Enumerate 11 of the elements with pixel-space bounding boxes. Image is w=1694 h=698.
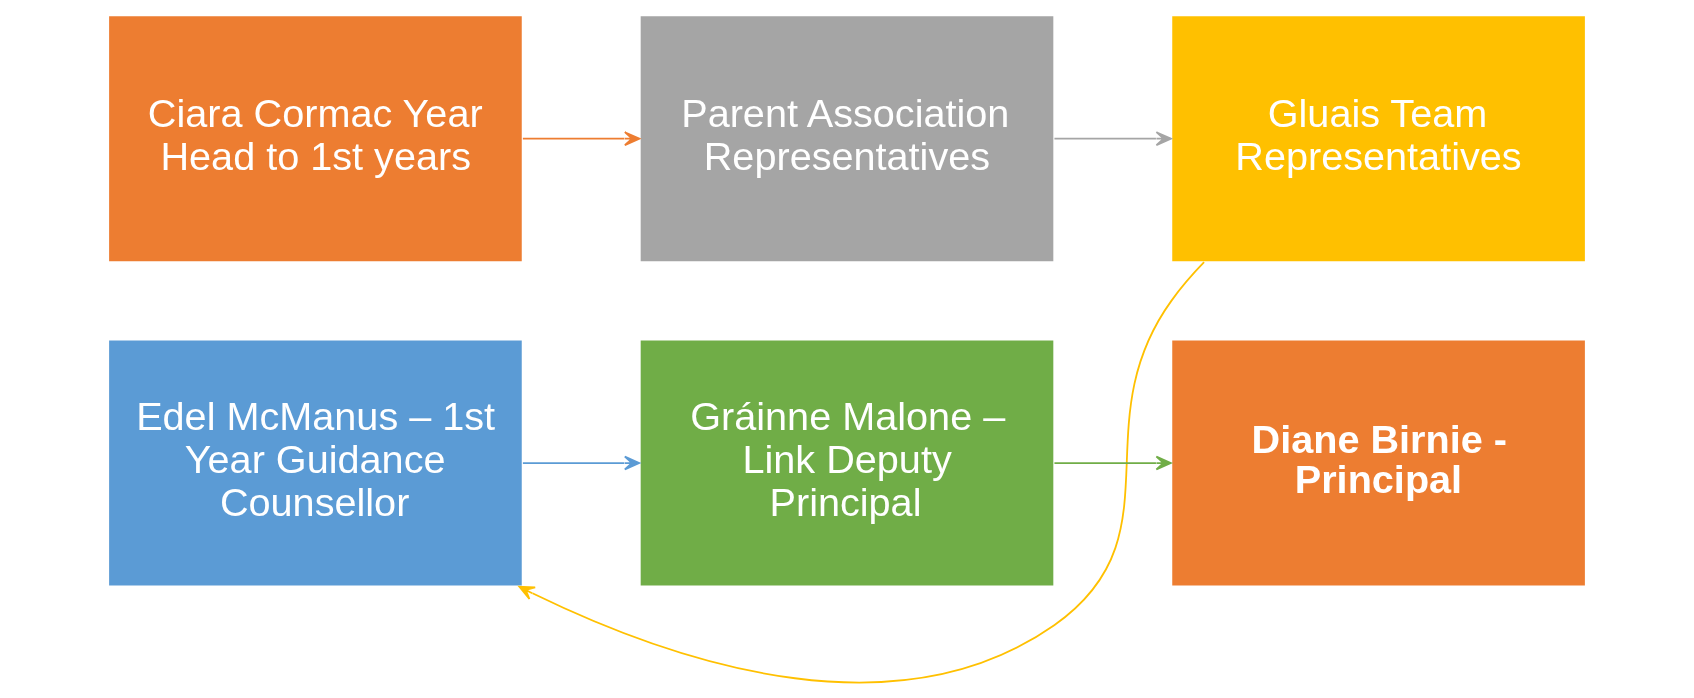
arrow: [521, 455, 641, 471]
arrow: [1053, 131, 1172, 147]
node-box: Edel McManus – 1st Year Guidance Counsellor: [107, 338, 524, 588]
node-box: Parent Association Representatives: [638, 14, 1056, 263]
arrow: [1053, 455, 1172, 471]
node-box: Ciara Cormac Year Head to 1st years: [107, 14, 524, 263]
node-box: Gluais Team Representatives: [1170, 14, 1587, 263]
arrow: [518, 261, 1205, 684]
arrow: [521, 131, 641, 147]
node-box: Gráinne Malone – Link Deputy Principal: [638, 338, 1056, 588]
node-box: Diane Birnie - Principal: [1170, 338, 1587, 588]
